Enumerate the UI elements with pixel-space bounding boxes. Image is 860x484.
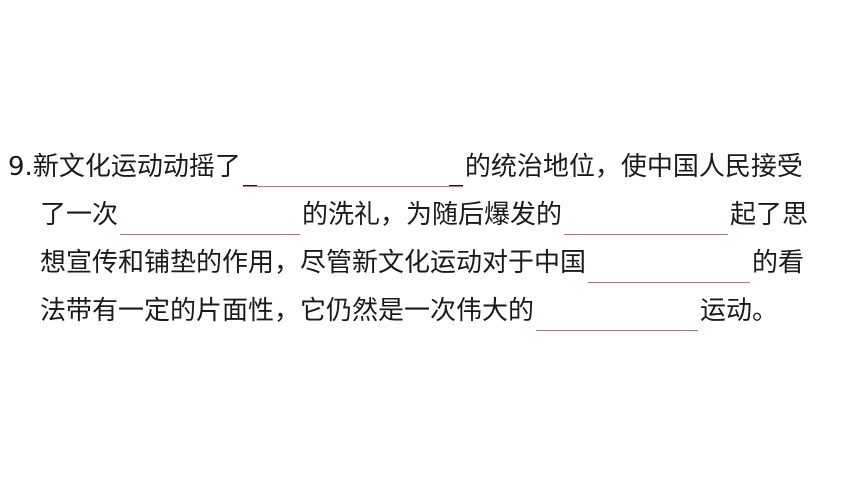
line2-text-b: 的洗礼，为随后爆发的 <box>302 200 563 230</box>
question-line-3: 想宣传和铺垫的作用，尽管新文化运动对于中国 的看 <box>40 243 804 283</box>
answer-blank-1[interactable] <box>242 156 463 187</box>
line2-text-a: 了一次 <box>40 200 119 230</box>
line4-text-a: 法带有一定的片面性，它仍然是一次伟大的 <box>40 296 535 326</box>
line1-text-b: 的统治地位，使中国人民接受 <box>464 152 803 182</box>
line2-text-c: 起了思 <box>730 200 809 230</box>
answer-blank-4[interactable] <box>588 252 751 283</box>
line1-text-a: 新文化运动动摇了 <box>32 152 241 182</box>
line3-text-b: 的看 <box>752 248 805 278</box>
question-line-4: 法带有一定的片面性，它仍然是一次伟大的 运动。 <box>40 291 778 331</box>
line4-text-b: 运动。 <box>700 296 779 326</box>
question-line-2: 了一次 的洗礼，为随后爆发的 起了思 <box>40 195 808 235</box>
answer-blank-5[interactable] <box>536 300 699 331</box>
line3-text-a: 想宣传和铺垫的作用，尽管新文化运动对于中国 <box>40 248 587 278</box>
question-number: 9. <box>8 152 33 182</box>
question-line-1: 9. 新文化运动动摇了 的统治地位，使中国人民接受 <box>8 147 803 187</box>
answer-blank-3[interactable] <box>564 204 729 235</box>
answer-blank-2[interactable] <box>120 204 301 235</box>
